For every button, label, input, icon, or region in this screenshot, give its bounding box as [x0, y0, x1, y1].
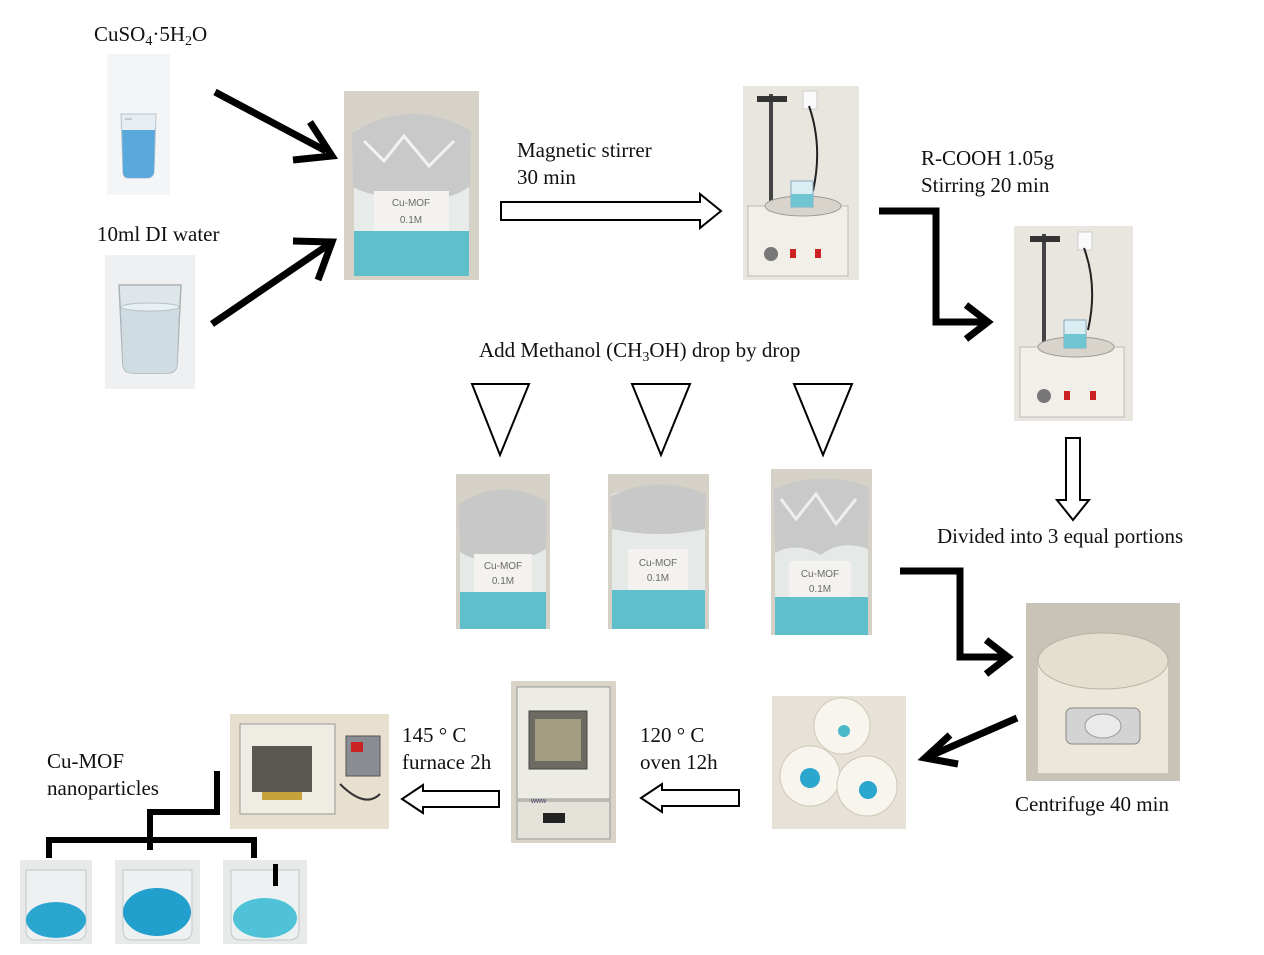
arrow-hollow-furnace: [400, 783, 500, 815]
divided-jar-photo-1: Cu-MOF 0.1M: [456, 474, 550, 629]
arrow-elbow-to-centrifuge: [900, 567, 1014, 677]
arrow-elbow-to-stirrer2: [879, 207, 994, 342]
jar-label-text: Cu-MOF: [392, 198, 430, 209]
oven-label: 120 ° C oven 12h: [640, 723, 718, 774]
oven-photo: www: [511, 681, 616, 843]
centrifuge-label: Centrifuge 40 min: [1015, 792, 1169, 816]
cuso4-beaker-photo: [107, 54, 170, 195]
furnace-label: 145 ° C furnace 2h: [402, 723, 492, 774]
divided-jar-photo-3: Cu-MOF 0.1M: [771, 469, 872, 635]
jar-label-text: Cu-MOF: [639, 558, 677, 569]
magnetic-stirrer-label: Magnetic stirrer 30 min: [517, 138, 652, 189]
triangle-methanol-2: [630, 383, 692, 458]
magnetic-stirrer-photo-1: [743, 86, 859, 280]
jar-label-text: 0.1M: [400, 215, 422, 226]
methanol-label: Add Methanol (CH3OH) drop by drop: [479, 338, 801, 365]
covered-jar-photo: Cu-MOF 0.1M: [344, 91, 479, 280]
rcooh-label: R-COOH 1.05g Stirring 20 min: [921, 146, 1055, 197]
centrifuge-photo: [1026, 603, 1180, 781]
product-vial-photo-2: [115, 860, 200, 944]
di-water-beaker-photo: [105, 255, 195, 389]
triangle-methanol-1: [470, 383, 531, 458]
triangle-methanol-3: [792, 383, 854, 458]
arrow-hollow-stirrer: [500, 191, 723, 231]
arrow-cuso4-to-jar: [213, 88, 339, 164]
product-label: Cu-MOF nanoparticles: [47, 749, 159, 800]
arrow-hollow-oven: [639, 782, 740, 814]
divided-jar-photo-2: Cu-MOF 0.1M: [608, 474, 709, 629]
divided-label: Divided into 3 equal portions: [937, 524, 1184, 548]
cuso4-label: CuSO4·5H2O: [94, 22, 208, 49]
product-vial-photo-3: [223, 860, 307, 944]
svg-text:www: www: [530, 798, 547, 805]
product-vial-photo-1: [20, 860, 92, 944]
jar-label-text: Cu-MOF: [801, 569, 839, 580]
jar-label-text: 0.1M: [647, 573, 669, 584]
furnace-photo: [230, 714, 389, 829]
jar-label-text: 0.1M: [809, 584, 831, 595]
product-bracket: [46, 771, 257, 858]
magnetic-stirrer-photo-2: [1014, 226, 1133, 421]
dishes-photo: [772, 696, 906, 829]
arrow-water-to-jar: [210, 237, 337, 327]
arrow-hollow-down: [1054, 437, 1092, 522]
jar-label-text: 0.1M: [492, 576, 514, 587]
di-water-label: 10ml DI water: [97, 222, 220, 246]
arrow-centrifuge-to-dishes: [917, 714, 1019, 768]
jar-label-text: Cu-MOF: [484, 561, 522, 572]
